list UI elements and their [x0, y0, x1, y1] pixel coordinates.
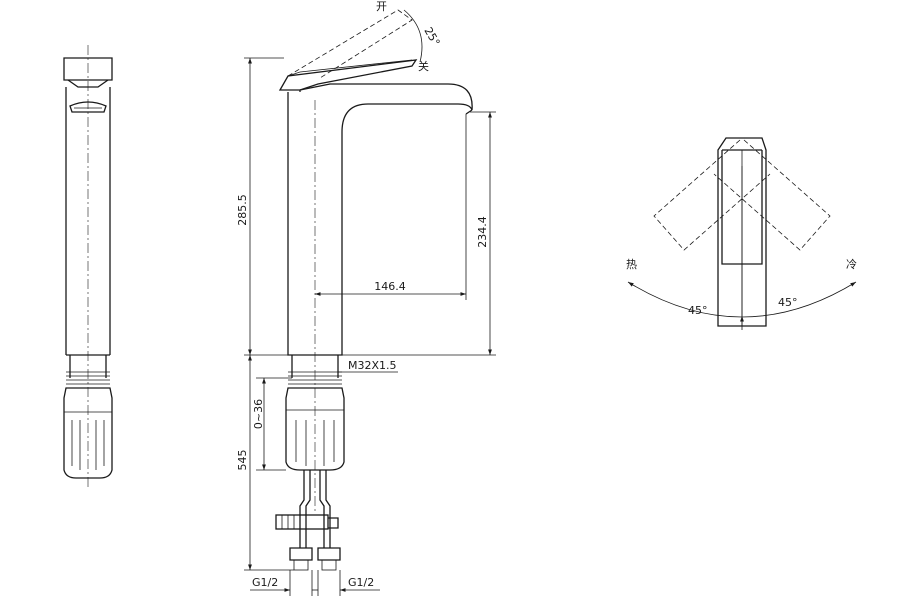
dimension-lines	[244, 9, 496, 596]
lever-angle-label: 25°	[421, 25, 442, 48]
side-view	[63, 45, 113, 490]
hose-length-label: 545	[236, 450, 249, 471]
inlet-right-label: G1/2	[348, 576, 374, 589]
rotation-right-label: 45°	[778, 296, 798, 309]
spout-height-label: 234.4	[476, 216, 489, 248]
close-label: 关	[418, 59, 429, 73]
deck-range-label: 0~36	[252, 399, 265, 429]
rotation-left-label: 45°	[688, 304, 708, 317]
total-height-label: 285.5	[236, 194, 249, 226]
top-view	[627, 137, 857, 330]
thread-label: M32X1.5	[348, 359, 397, 372]
cold-label: 冷	[846, 258, 857, 271]
open-label: 开	[376, 0, 387, 13]
inlet-left-label: G1/2	[252, 576, 278, 589]
hot-label: 热	[626, 258, 637, 271]
front-view	[275, 9, 473, 571]
spout-reach-label: 146.4	[374, 280, 406, 293]
